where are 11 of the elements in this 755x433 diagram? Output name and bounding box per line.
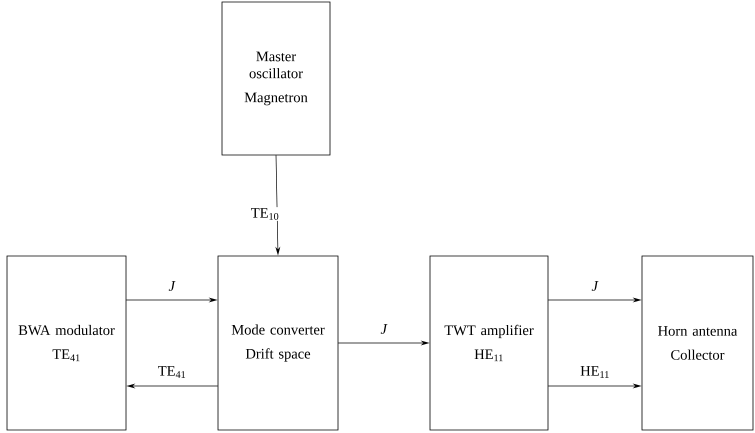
edge-label: J: [590, 280, 600, 292]
edge-label: TE$_{10}$: [250, 207, 280, 221]
edge-label: J: [168, 280, 176, 292]
block-box: TWT amplifier HE$_{11}$: [430, 256, 548, 430]
edge-label: HE$_{11}$: [579, 365, 611, 379]
block-box: Mode converter Drift space: [218, 256, 338, 430]
block-box: BWA modulator TE$_{41}$: [6, 256, 126, 430]
edge-label: J: [380, 323, 388, 335]
block-box: Horn antenna Collector: [642, 256, 754, 430]
block-box: Master oscillator Magnetron: [222, 2, 330, 156]
edge-label: TE$_{41}$: [156, 365, 188, 379]
